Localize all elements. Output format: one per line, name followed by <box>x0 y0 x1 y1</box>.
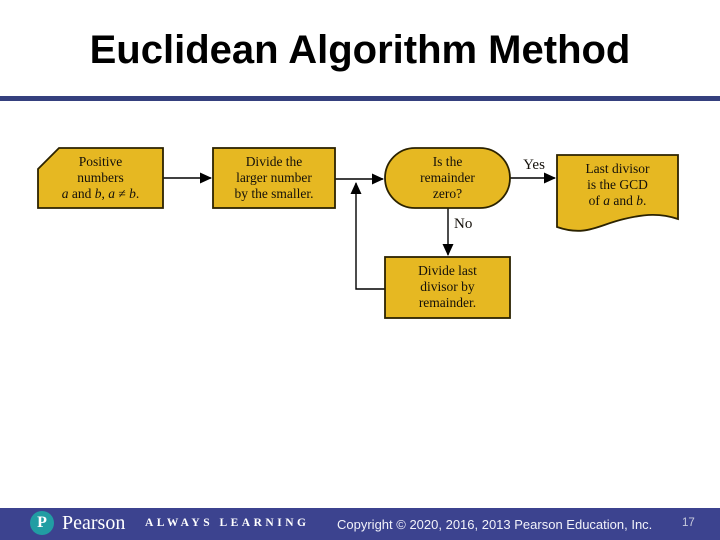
decision-shape-label: Is the remainder zero? <box>385 154 510 202</box>
result-line-2: is the GCD <box>587 177 648 192</box>
loop-process-shape <box>384 256 511 319</box>
start-card-shape <box>37 147 164 209</box>
arrow-loop-back <box>350 182 385 290</box>
loop-shape-label: Divide last divisor by remainder. <box>385 263 510 311</box>
start-line-2: numbers <box>77 170 124 185</box>
result-line-1: Last divisor <box>585 161 650 176</box>
title-divider-rule <box>0 96 720 101</box>
yes-edge-label: Yes <box>523 157 545 173</box>
no-edge-label: No <box>454 216 473 232</box>
divide-line-1: Divide the <box>245 154 303 169</box>
start-shape-label: Positive numbers a and b, a ≠ b. <box>38 154 163 202</box>
result-document-shape <box>556 154 679 232</box>
pearson-brand-text: Pearson <box>62 512 126 534</box>
divide-process-shape <box>212 147 336 209</box>
slide-title: Euclidean Algorithm Method <box>89 28 631 72</box>
loop-line-1: Divide last <box>418 263 477 278</box>
decision-oval-shape <box>384 147 511 209</box>
page-number: 17 <box>682 517 695 529</box>
decision-line-3: zero? <box>432 186 463 201</box>
footer-bar: P Pearson ALWAYS LEARNING Copyright © 20… <box>0 508 720 540</box>
always-learning-tagline: ALWAYS LEARNING <box>145 517 310 529</box>
decision-line-1: Is the <box>432 154 463 169</box>
loop-line-2: divisor by <box>420 279 475 294</box>
copyright-text: Copyright © 2020, 2016, 2013 Pearson Edu… <box>337 517 653 532</box>
result-line-3: of a and b. <box>588 193 647 208</box>
result-shape-label: Last divisor is the GCD of a and b. <box>557 161 678 209</box>
divide-line-2: larger number <box>236 170 312 185</box>
start-line-3: a and b, a ≠ b. <box>61 186 140 201</box>
decision-line-2: remainder <box>420 170 475 185</box>
divide-line-3: by the smaller. <box>234 186 314 201</box>
loop-line-3: remainder. <box>418 295 477 310</box>
start-line-1: Positive <box>78 154 123 169</box>
divide-shape-label: Divide the larger number by the smaller. <box>213 154 335 202</box>
pearson-logo-icon: P <box>30 511 54 535</box>
